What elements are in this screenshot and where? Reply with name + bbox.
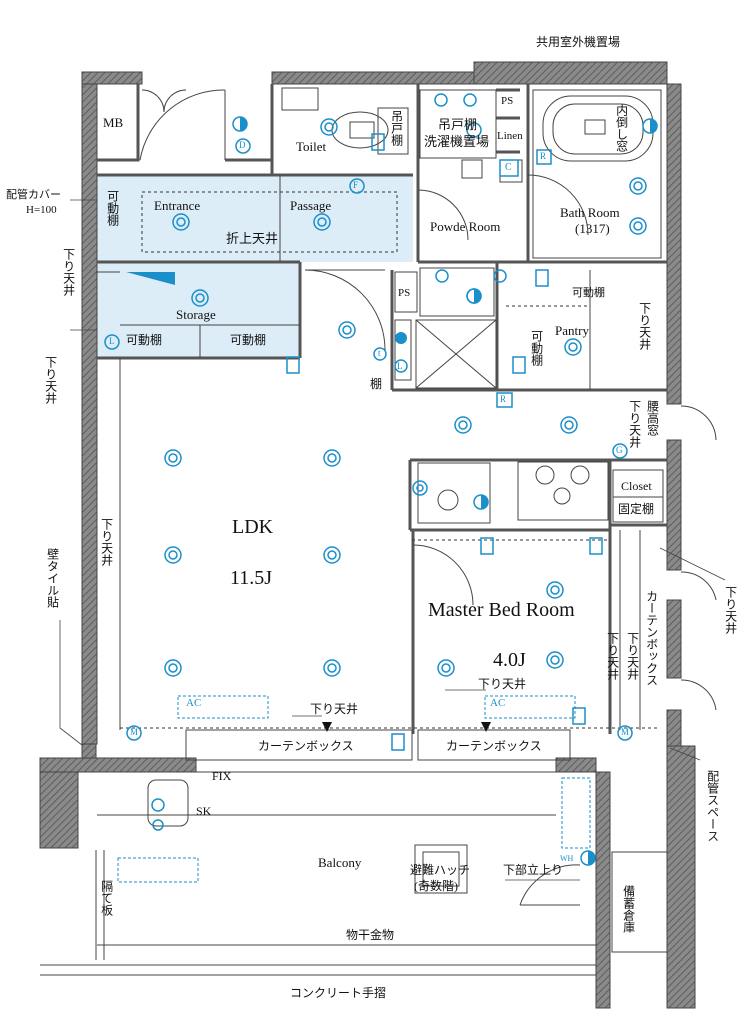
doors	[139, 89, 717, 906]
label-master-bed: Master Bed Room	[428, 599, 575, 621]
label-ps-top: PS	[501, 95, 514, 107]
label-waist-window: 腰高窓	[645, 400, 660, 436]
label-common-outdoor: 共用室外機置場	[536, 35, 621, 49]
label-partition-v: 隔て板	[99, 880, 114, 916]
label-lowered-ceiling-right: 下り天井	[723, 586, 738, 634]
ceiling-arrows	[322, 722, 491, 732]
label-bath-size: (1317)	[575, 221, 610, 236]
label-lowered-ceiling-ldk: 下り天井	[99, 518, 114, 566]
label-movable-shelf-top: 可動棚	[572, 287, 605, 299]
label-ps-mid: PS	[398, 287, 411, 299]
label-pipe-cover: 配管カバー	[6, 189, 61, 201]
label-curtain-box-v: カーテンボックス	[644, 590, 659, 686]
storage-marker	[126, 272, 175, 285]
label-escape-hatch: 避難ハッチ	[410, 863, 471, 877]
label-odd-floor: (奇数階)	[414, 879, 458, 893]
marker-l-storage: L	[109, 336, 115, 346]
circled-markers	[104, 138, 633, 741]
label-fix: FIX	[212, 769, 232, 783]
label-pipe-space-v: 配管スペース	[705, 770, 720, 842]
label-laundry: 洗濯機置場	[424, 134, 490, 149]
marker-m-left: M	[130, 727, 139, 737]
label-movable-shelf-v: 可動棚	[105, 190, 120, 226]
marker-m-right: M	[621, 727, 630, 737]
label-sk: SK	[196, 804, 212, 818]
outer-walls	[39, 61, 696, 1009]
label-lower-rise: 下部立上り	[503, 863, 564, 877]
label-master-size: 4.0J	[493, 649, 526, 671]
label-folding-ceiling: 折上天井	[226, 231, 279, 246]
ac-units	[117, 695, 591, 883]
label-movable-shelf-1: 可動棚	[126, 333, 163, 347]
label-ac-left: AC	[186, 697, 202, 709]
label-clothes-hanger: 物干金物	[346, 928, 395, 942]
light-fixtures	[151, 93, 647, 831]
fixtures	[40, 87, 668, 976]
label-lowered-ceiling-kitchen: 下り天井	[627, 400, 642, 448]
label-closet: Closet	[621, 479, 652, 493]
label-curtain-box-2: カーテンボックス	[446, 739, 542, 753]
label-fixed-shelf: 固定棚	[618, 502, 655, 516]
label-curtain-box-1: カーテンボックス	[258, 739, 354, 753]
label-lowered-ceiling-ac-left: 下り天井	[310, 702, 359, 716]
entrance-floor	[97, 175, 413, 358]
label-lowered-ceiling-left-top: 下り天井	[61, 248, 76, 296]
label-lowered-ceiling-bed1: 下り天井	[605, 632, 620, 680]
label-toilet: Toilet	[296, 139, 327, 154]
label-lowered-ceiling-bed2: 下り天井	[625, 632, 640, 680]
label-movable-shelf-2: 可動棚	[230, 333, 267, 347]
label-lowered-ceiling-ac-right: 下り天井	[478, 677, 527, 691]
marker-l-shelf: L	[397, 361, 403, 371]
marker-c: C	[505, 162, 512, 173]
label-hanging-cabinet-v: 吊戸棚	[389, 110, 404, 146]
label-pantry: Pantry	[555, 323, 589, 338]
label-ac-right: AC	[490, 697, 506, 709]
label-storage: Storage	[176, 307, 216, 322]
label-lowered-ceiling-pantry: 下り天井	[637, 302, 652, 350]
label-balcony: Balcony	[318, 855, 362, 870]
outlets	[232, 116, 658, 866]
label-movable-shelf-pantry-v: 可動棚	[529, 330, 544, 366]
marker-r-pantry: R	[500, 394, 507, 404]
marker-d: D	[239, 140, 246, 150]
label-entrance: Entrance	[154, 198, 201, 213]
marker-r-bath: R	[540, 151, 547, 161]
dashed-lines	[120, 191, 660, 729]
label-passage: Passage	[290, 198, 332, 213]
label-mb: MB	[103, 115, 124, 130]
label-hanging-cabinet: 吊戸棚	[438, 117, 478, 132]
label-wall-tile: 壁タイル貼	[45, 548, 60, 608]
label-inner-window: 内倒し窓	[614, 104, 629, 152]
leader-lines	[59, 199, 726, 881]
label-concrete-rail: コンクリート手摺	[290, 986, 387, 1000]
sensors	[286, 133, 603, 751]
label-bath-room: Bath Room	[560, 205, 620, 220]
label-shelf: 棚	[370, 377, 383, 391]
label-ldk: LDK	[232, 516, 274, 538]
label-pipe-cover-h: H=100	[26, 204, 57, 216]
label-lowered-ceiling-left-mid: 下り天井	[43, 356, 58, 404]
marker-g: G	[616, 445, 623, 455]
marker-f: F	[353, 180, 359, 190]
interior-walls	[97, 84, 667, 734]
label-linen: Linen	[497, 130, 523, 142]
label-powder-room: Powde Room	[430, 219, 501, 234]
label-storage-v: 備蓄倉庫	[621, 885, 636, 933]
label-ldk-size: 11.5J	[230, 567, 273, 589]
marker-t: t	[378, 348, 381, 358]
marker-wh: WH	[560, 854, 574, 863]
